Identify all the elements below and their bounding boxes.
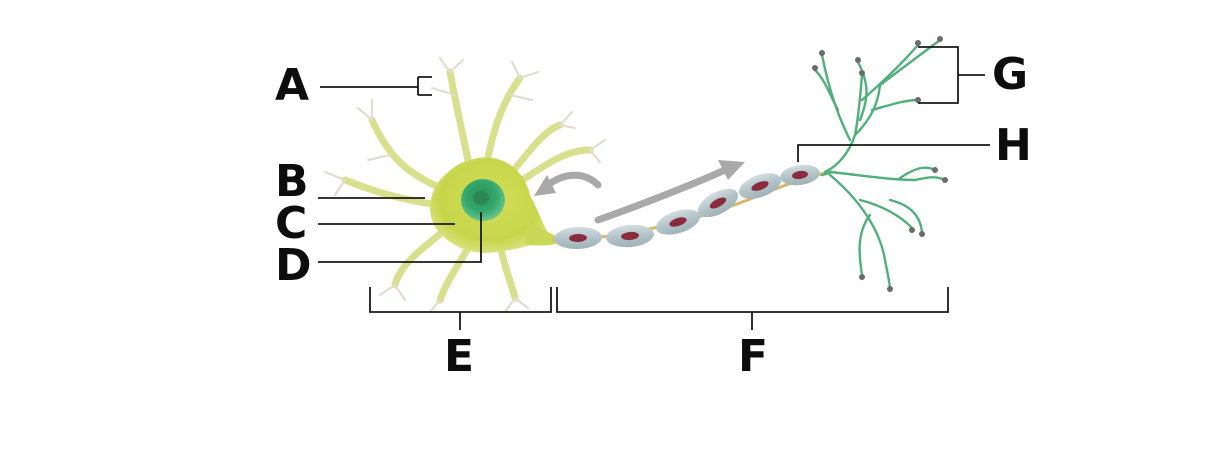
leader-h — [797, 144, 990, 162]
bracket-e — [369, 287, 552, 330]
axon-terminals — [813, 38, 947, 290]
label-e: E — [444, 331, 475, 382]
curved-arrow-head — [534, 175, 556, 196]
schwann-cell-nucleus — [569, 233, 587, 243]
schwann-cell-nucleus — [669, 217, 687, 227]
label-d: D — [275, 240, 312, 291]
nucleolus — [473, 191, 489, 205]
axon-hillock — [525, 222, 556, 246]
label-c: C — [275, 198, 308, 249]
synaptic-knobs — [812, 36, 948, 292]
label-f: F — [738, 331, 769, 382]
leader-a — [320, 76, 432, 96]
label-a: A — [275, 60, 310, 111]
label-g: G — [992, 49, 1029, 100]
schwann-cell-nucleus — [751, 181, 769, 191]
bracket-f — [556, 287, 949, 330]
leader-d — [318, 212, 482, 263]
straight-arrow-head — [718, 160, 745, 180]
leader-g — [918, 46, 985, 104]
schwann-cell-nucleus — [709, 197, 727, 209]
curved-arrow — [544, 171, 602, 189]
schwann-cell-nucleus — [621, 231, 639, 241]
myelin-sheath — [554, 164, 820, 250]
label-h: H — [995, 120, 1032, 171]
signal-direction-arrows — [534, 160, 745, 224]
straight-arrow — [594, 166, 729, 224]
schwann-cell-nucleus — [792, 170, 808, 180]
leader-lines — [318, 46, 990, 330]
label-b: B — [275, 156, 309, 207]
